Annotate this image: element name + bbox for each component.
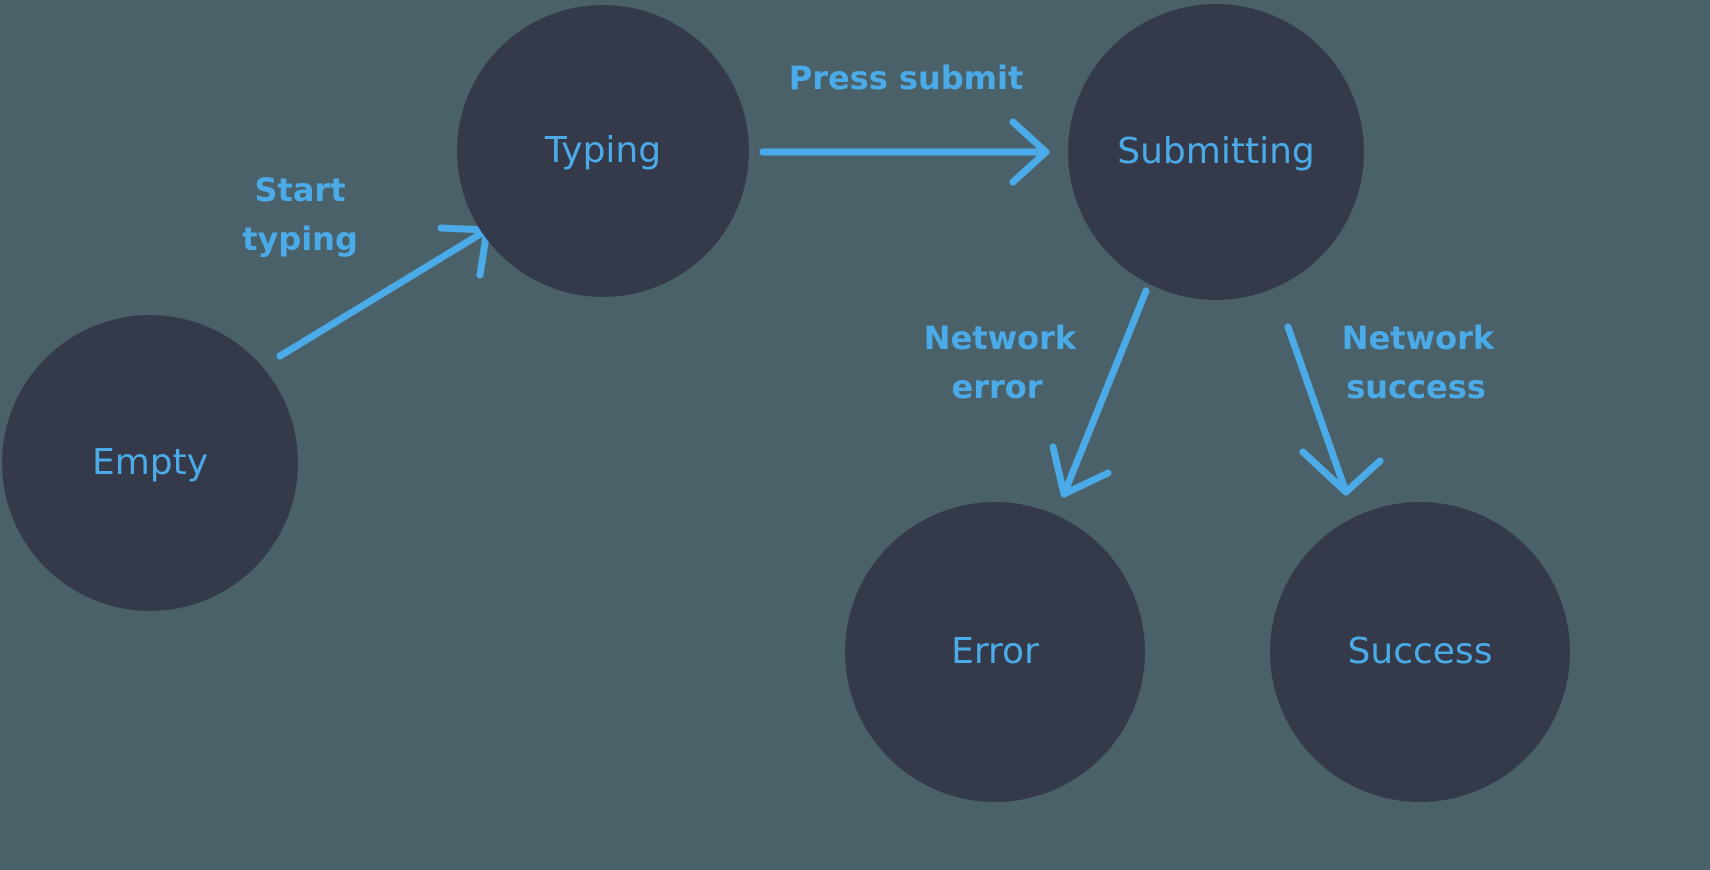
edge-submitting-to-error[interactable] (1049, 287, 1150, 498)
state-node-empty[interactable]: Empty (2, 315, 298, 611)
edge-label-press-submit: Press submit (789, 59, 1024, 97)
state-label-typing: Typing (544, 130, 661, 171)
edge-label-network-success: Network success (1342, 319, 1495, 406)
edge-label-network-success-line-2: success (1346, 368, 1486, 406)
edge-label-network-success-line-1: Network (1342, 319, 1495, 357)
state-circle-error (845, 502, 1145, 802)
state-circle-submitting (1068, 4, 1364, 300)
edge-label-network-error-line-2: error (951, 368, 1042, 406)
arrowhead-network-error (1049, 443, 1112, 498)
edge-label-start-typing-line-2: typing (242, 220, 358, 258)
state-node-error[interactable]: Error (845, 502, 1145, 802)
state-node-typing[interactable]: Typing (457, 5, 749, 297)
edge-line-network-success (1284, 323, 1350, 496)
edge-submitting-to-success[interactable] (1284, 323, 1384, 496)
edge-typing-to-submitting[interactable] (759, 118, 1050, 186)
edge-line-start-typing (276, 226, 491, 360)
state-label-success: Success (1348, 631, 1493, 672)
edge-line-network-error (1060, 287, 1150, 498)
state-circle-empty (2, 315, 298, 611)
state-node-success[interactable]: Success (1270, 502, 1570, 802)
state-label-empty: Empty (92, 442, 208, 483)
edge-label-network-error-line-1: Network (924, 319, 1077, 357)
edge-label-start-typing: Start typing (242, 171, 358, 258)
edge-label-press-submit-line-1: Press submit (789, 59, 1024, 97)
state-label-submitting: Submitting (1117, 131, 1315, 172)
state-node-submitting[interactable]: Submitting (1068, 4, 1364, 300)
state-label-error: Error (951, 631, 1039, 672)
state-circle-success (1270, 502, 1570, 802)
state-circle-typing (457, 5, 749, 297)
edge-label-network-error: Network error (924, 319, 1077, 406)
arrowhead-press-submit (1009, 118, 1050, 186)
edge-label-start-typing-line-1: Start (254, 171, 345, 209)
arrowhead-network-success (1299, 448, 1384, 496)
